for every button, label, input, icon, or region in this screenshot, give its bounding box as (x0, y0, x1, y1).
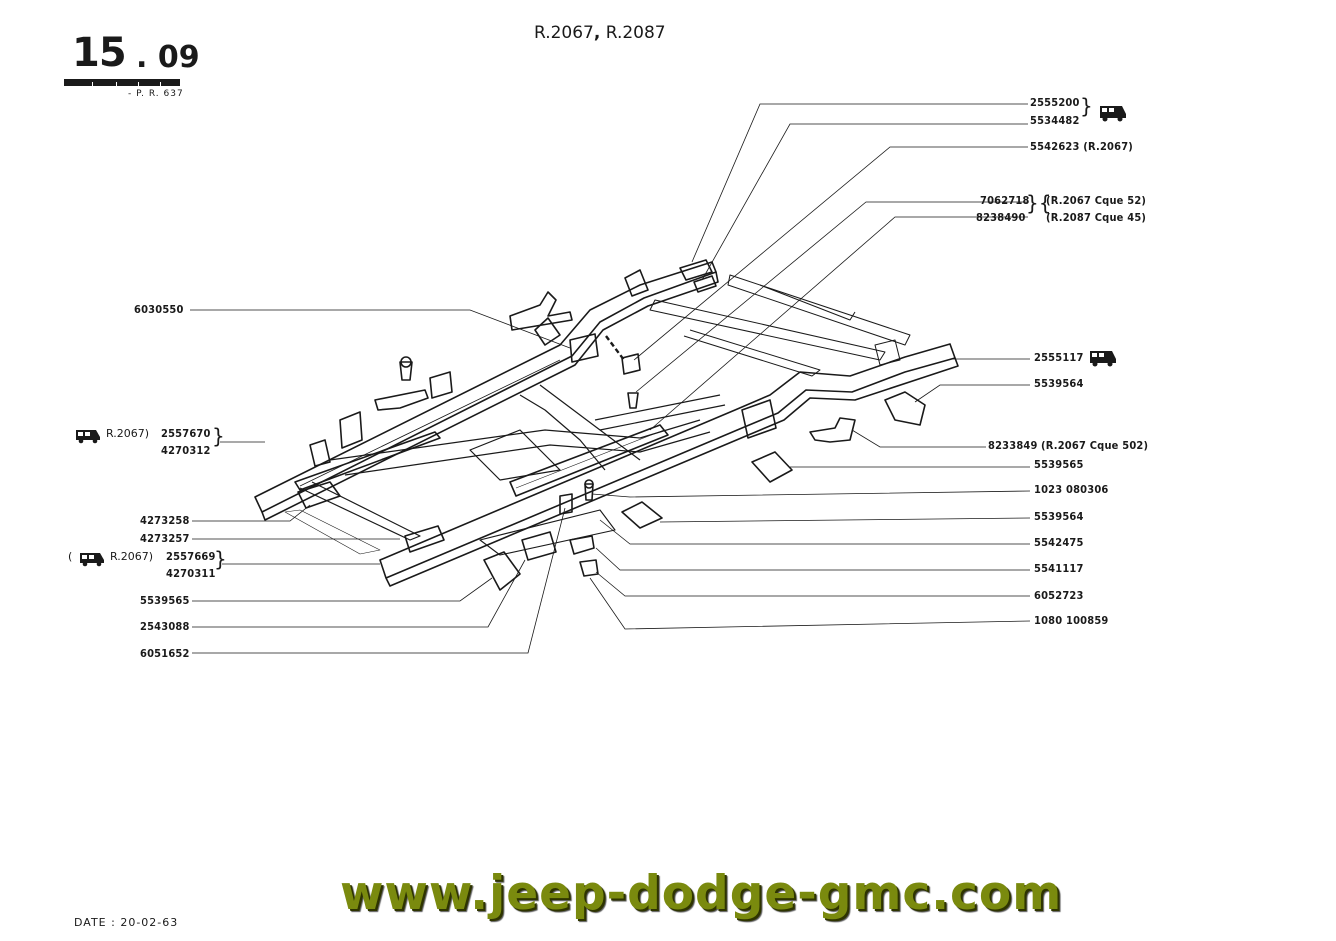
clip-part (559, 493, 573, 515)
front-mount-plate-left (297, 481, 341, 509)
part-label: 5539564 (1034, 510, 1084, 523)
right-rail-plate (741, 399, 777, 439)
van-icon (1090, 351, 1116, 367)
front-mount-plate-right (404, 525, 445, 553)
left-rail-brackets (309, 269, 649, 467)
part-note: (R.2067 Cque 52) (1046, 194, 1147, 207)
part-label: 7062718 (980, 194, 1030, 207)
van-icon (80, 553, 104, 567)
van-icon (1100, 106, 1126, 122)
shackle-plate (569, 333, 599, 363)
rear-bracket-a (679, 259, 713, 281)
left-strap (294, 431, 441, 491)
part-label: 1023 080306 (1034, 483, 1109, 496)
part-label: 5539565 (140, 594, 190, 607)
pr-reference: - P. R. 637 (128, 89, 184, 99)
leader-lines (190, 103, 1031, 654)
document-date: DATE : 20-02-63 (74, 916, 179, 929)
brace: }{ (1026, 191, 1052, 215)
section-number: 15 (72, 30, 127, 76)
part-note: (R.2087 Cque 45) (1046, 211, 1147, 224)
part-label: 5541117 (1034, 562, 1084, 575)
part-label: 5539564 (1034, 377, 1084, 390)
part-label: 2555117 (1034, 351, 1084, 364)
van-icon (76, 430, 100, 444)
part-label: 2543088 (140, 620, 190, 633)
bolt-left (399, 361, 413, 381)
part-label: 6052723 (1034, 589, 1084, 602)
floor-shadow (284, 509, 381, 555)
part-label: 1080 100859 (1034, 614, 1109, 627)
model-title: R.2067, R.2087 (534, 23, 666, 43)
model-separator: , (593, 23, 601, 43)
link-tag (621, 353, 641, 375)
section-rule (64, 79, 180, 86)
part-label: 8233849 (988, 439, 1038, 452)
rear-bed-frame (649, 274, 911, 377)
rear-bracket-b (693, 275, 717, 293)
section-subnumber: . 09 (136, 40, 200, 75)
part-label: 5534482 (1030, 114, 1080, 127)
brace: } (212, 424, 225, 448)
cross-members (299, 384, 726, 541)
part-label: 2557670 (161, 427, 211, 440)
part-label: 6051652 (140, 647, 190, 660)
nut-part (579, 559, 599, 577)
model-note-open: ( (68, 550, 73, 563)
part-label: 2555200 (1030, 96, 1080, 109)
part-label: 4270311 (166, 567, 216, 580)
part-label: 4273257 (140, 532, 190, 545)
model-2: R.2087 (605, 23, 666, 43)
model-note: R.2067) (106, 427, 150, 440)
clamp-part (569, 535, 595, 555)
part-label: 5542475 (1034, 536, 1084, 549)
part-note: (R.2067 Cque 502) (1041, 439, 1149, 452)
model-note: R.2067) (110, 550, 154, 563)
brace: } (214, 547, 227, 571)
part-label: 4273258 (140, 514, 190, 527)
lower-strap (479, 509, 616, 556)
spring-hangers (483, 391, 926, 591)
model-1: R.2067 (534, 23, 594, 43)
part-label: 6030550 (134, 303, 184, 316)
part-label: 4270312 (161, 444, 211, 457)
part-label: 2557669 (166, 550, 216, 563)
bent-bracket (809, 417, 856, 443)
stiffener-bar (509, 424, 669, 497)
part-label: 5539565 (1034, 458, 1084, 471)
brace: } (1080, 94, 1093, 118)
right-frame-rail (379, 343, 959, 587)
bolt-middle (627, 392, 639, 409)
bolt-lower (584, 483, 594, 501)
website-watermark: www.jeep-dodge-gmc.com (340, 866, 1063, 921)
part-label: 8238490 (976, 211, 1026, 224)
part-label: 5542623 (R.2067) (1030, 140, 1134, 153)
